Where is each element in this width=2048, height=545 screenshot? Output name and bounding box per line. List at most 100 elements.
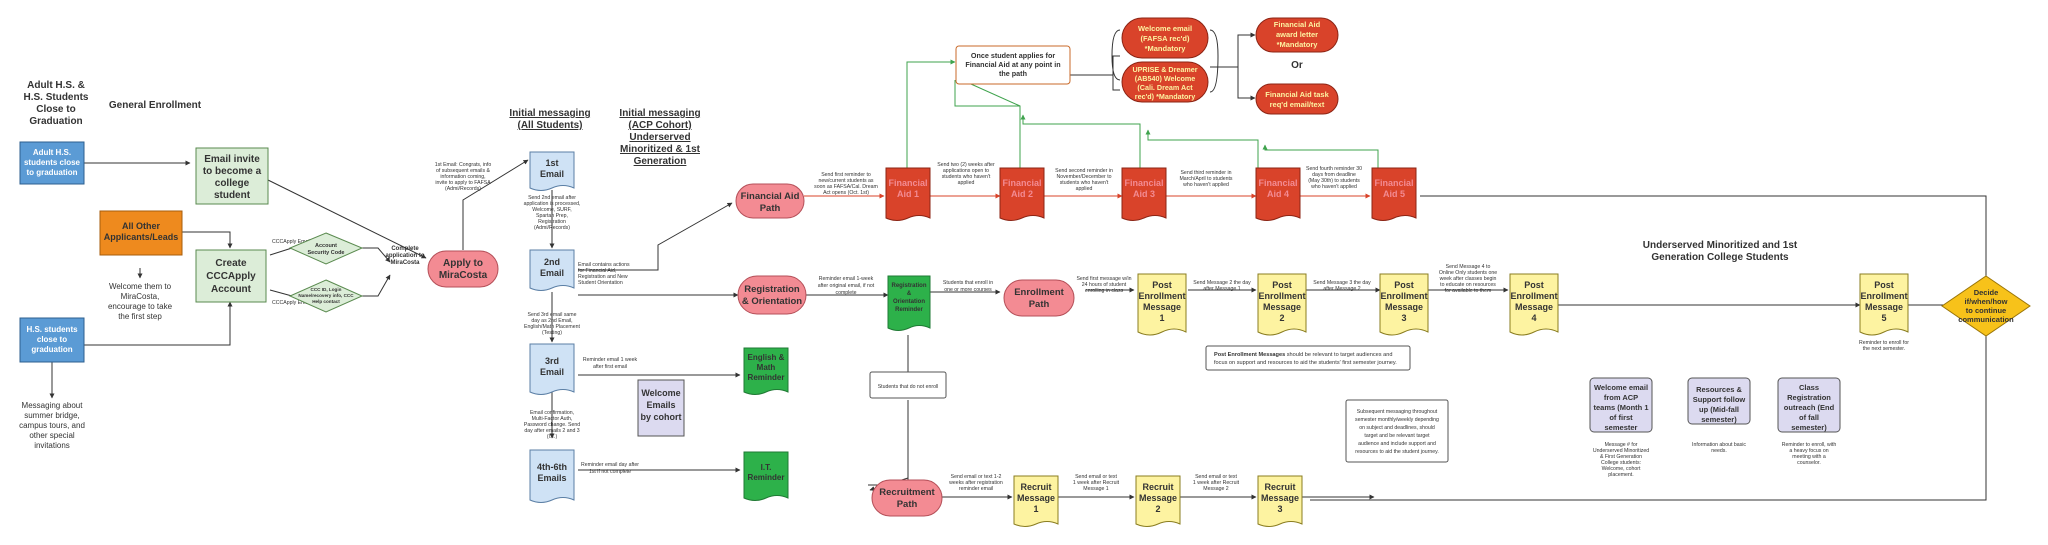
note-rm2: Send email or text 1 week after Recruit … (1073, 474, 1120, 492)
brace-left (1111, 29, 1121, 81)
node-eng-math-line: English & (748, 353, 785, 362)
node-once-student-line: Financial Aid at any point in (965, 60, 1060, 69)
node-fa2: Financial Aid 2 (999, 167, 1045, 221)
node-once-student-line: the path (999, 69, 1027, 78)
node-pem2-line: Message (1263, 302, 1301, 312)
node-enrollment-path: Enrollment Path (1003, 279, 1075, 317)
node-email-46-line: 4th-6th (537, 462, 567, 472)
node-hs-students: H.S. students close to graduation (19, 317, 85, 363)
node-fa2-line: Financial (1002, 178, 1041, 188)
node-reg-orient-reminder-line: Registration (891, 283, 926, 289)
label-complete-app-line: application to (386, 253, 425, 259)
note-fa3-line: students who haven't (1060, 180, 1109, 186)
node-class-reg-line: Class (1799, 383, 1819, 392)
note-pem2: Send Message 2 the day after Message 1 (1193, 280, 1251, 292)
node-pem-info-line2: focus on support and resources to aid th… (1214, 360, 1397, 366)
note-fa1-line: soon as FAFSA/Cal. Dream (814, 184, 878, 190)
note-fa2-line: students who haven't (942, 174, 991, 180)
note-remind-1day-line: Reminder email day after (581, 462, 639, 468)
node-apply-line: Apply to (443, 258, 483, 269)
node-pem4: Post Enrollment Message 4 (1509, 273, 1559, 336)
note-remind-1day-line: 1st if not complete (589, 469, 631, 475)
note-resources-line: Information about basic (1692, 442, 1746, 448)
node-acp-welcome-line: teams (Month 1 (1593, 403, 1648, 412)
node-rm2: Recruit Message 2 (1135, 475, 1181, 527)
node-pem2-line: Post (1272, 280, 1292, 290)
note-fa2-line: applications open to (943, 168, 989, 174)
label-cccapply-email1: CCCApply Email 1 (272, 239, 315, 245)
note-email-46-line: Email confirmation, (530, 410, 574, 416)
heading-initial-acp-line: Generation (634, 156, 687, 167)
note-fa5-line: (May 30th) to students (1308, 178, 1360, 184)
note-fa2-line: applied (958, 180, 975, 186)
note-fa1-line: new/current students as (818, 178, 873, 184)
node-once-student: Once student applies for Financial Aid a… (955, 45, 1071, 85)
node-pem2-line: 2 (1279, 313, 1284, 323)
node-pem1-line: 1 (1159, 313, 1164, 323)
note-email-3-line: (Testing) (542, 330, 562, 336)
node-pem-info-bold: Post Enrollment Messages (1214, 352, 1285, 358)
node-pem5-line: Post (1874, 280, 1894, 290)
node-adult-hs-line: Adult H.S. (33, 148, 71, 157)
note-reg-line: Reminder email 1-week (819, 276, 874, 282)
node-pem-info: Post Enrollment Messages should be relev… (1205, 345, 1411, 371)
heading-adult-hs: Adult H.S. & H.S. Students Close to Grad… (23, 80, 88, 127)
node-fa-path-line: Path (760, 203, 781, 214)
node-rm2-line: Message (1139, 493, 1177, 503)
node-fa1: Financial Aid 1 (885, 167, 931, 221)
node-ccc-id-line: Help contact (312, 299, 340, 304)
note-resources-line: needs. (1711, 448, 1727, 454)
node-email-2-line: 2nd (544, 257, 560, 267)
node-subsequent-line: audience and include support and (1358, 441, 1436, 447)
note-class-reg-line: counselor. (1797, 460, 1821, 466)
node-decide-line: Decide (1974, 288, 1999, 297)
node-rm3-line: Message (1261, 493, 1299, 503)
node-recruitment-path-line: Path (897, 499, 918, 510)
node-fa3-line: Aid 3 (1133, 189, 1155, 199)
node-fa-path-line: Financial Aid (741, 191, 800, 202)
note-reg-line: complete (835, 290, 856, 296)
node-fa2-line: Aid 2 (1011, 189, 1033, 199)
node-email-3-line: Email (540, 367, 564, 377)
node-rm1-line: 1 (1033, 504, 1038, 514)
node-fa-task: Financial Aid task req'd email/text (1255, 83, 1339, 115)
node-adult-hs-line: students close (24, 158, 81, 167)
note-fa5-line: Send fourth reminder 30 (1306, 166, 1362, 172)
node-email-invite-line: Email invite (204, 154, 260, 165)
note-email-3-line: English/Math Placement (524, 324, 580, 330)
note-email-2-line: (Admi/Records) (534, 225, 570, 231)
node-account-security-line: Security Code (308, 250, 345, 256)
node-pem5-line: Message (1865, 302, 1903, 312)
node-fa-task-line: Financial Aid task (1265, 90, 1329, 99)
node-pem2-line: Enrollment (1258, 291, 1305, 301)
note-pem3: Send Message 3 the day after Message 2 (1313, 280, 1371, 292)
label-or: Or (1291, 60, 1303, 71)
heading-initial-acp-line: (ACP Cohort) (628, 120, 691, 131)
note-email-46-line: day after emails 2 and 3 (524, 428, 579, 434)
note-class-reg-line: Reminder to enroll, with (1782, 442, 1837, 448)
note-class-reg-line: a heavy focus on (1789, 448, 1828, 454)
heading-initial-acp-line: Initial messaging (619, 108, 700, 119)
node-fa-award-line: award letter (1276, 30, 1318, 39)
node-email-1-line: 1st (545, 158, 558, 168)
node-create-cccapply-line: Account (211, 284, 252, 295)
node-fa-path: Financial Aid Path (735, 183, 805, 219)
node-subsequent-line: on subject and deadlines, should (1359, 425, 1435, 431)
note-pem4-line: Send Message 4 to (1446, 264, 1491, 270)
note-remind-1week: Reminder email 1 week after first email (583, 357, 638, 370)
node-pem2: Post Enrollment Message 2 (1257, 273, 1307, 336)
node-pem4-line: Message (1515, 302, 1553, 312)
node-welcome-text-line: encourage to take (108, 302, 173, 311)
node-not-enroll: Students that do not enroll (869, 371, 947, 399)
note-fa4-line: who haven't applied (1183, 182, 1229, 188)
note-first-email-line: invite to apply to FAFSA (435, 180, 491, 186)
heading-adult-hs-line: Graduation (29, 116, 82, 127)
node-reg-orient-line: & Orientation (742, 296, 802, 307)
note-rm2-line: Send email or text (1075, 474, 1117, 480)
node-fa-task-line: req'd email/text (1270, 100, 1325, 109)
node-subsequent-line: semester monthly/weekly depending (1355, 417, 1439, 423)
note-pem4-line: week after classes begin (1440, 276, 1497, 282)
node-pem3: Post Enrollment Message 3 (1379, 273, 1429, 336)
heading-underserved-line: Underserved Minoritized and 1st (1643, 240, 1798, 251)
